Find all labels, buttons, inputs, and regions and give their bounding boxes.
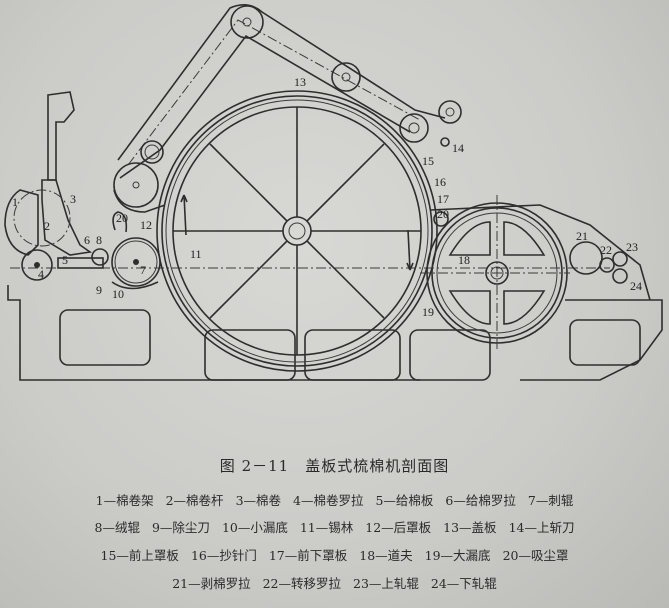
legend-item: 10—小漏底 [221, 520, 288, 535]
label-17: 17 [437, 192, 449, 206]
legend-item: 17—前下罩板 [268, 548, 348, 563]
label-22: 22 [600, 243, 612, 257]
machine-frame [7, 204, 663, 381]
label-5: 5 [62, 253, 68, 267]
label-21: 21 [576, 229, 588, 243]
legend-item: 6—给棉罗拉 [445, 493, 516, 508]
label-4: 4 [38, 267, 44, 281]
label-18: 18 [458, 253, 470, 267]
label-23: 23 [626, 240, 638, 254]
legend-item: 15—前上罩板 [100, 548, 179, 563]
legend-item: 2—棉卷杆 [165, 493, 224, 508]
legend-item: 5—给棉板 [375, 493, 434, 508]
legend-item: 21—剥棉罗拉 [172, 576, 251, 591]
legend-item: 4—棉卷罗拉 [293, 493, 364, 508]
legend-item: 11—锡林 [299, 520, 354, 535]
lap-stand [4, 91, 109, 281]
legend-row-2: 8—绒辊 9—除尘刀 10—小漏底 11—锡林 12—后罩板 13—盖板 14—上斩刀 [0, 517, 669, 536]
label-14: 14 [452, 141, 464, 155]
label-7: 7 [140, 263, 146, 277]
label-16: 16 [434, 175, 446, 189]
figure-caption: 图 2－11 盖板式梳棉机剖面图 [219, 457, 450, 475]
carding-machine-section-diagram: 1 2 3 4 5 6 8 7 9 10 20 11 12 13 14 15 1… [4, 4, 663, 381]
label-19: 19 [422, 305, 434, 319]
legend-item: 3—棉卷 [235, 493, 282, 508]
doffer [420, 195, 570, 350]
legend-item: 1—棉卷架 [95, 493, 154, 508]
label-8: 8 [96, 233, 102, 247]
delivery-rollers [569, 241, 628, 284]
legend-item: 13—盖板 [443, 520, 497, 535]
flats [113, 4, 462, 213]
part-labels: 1 2 3 4 5 6 8 7 9 10 20 11 12 13 14 15 1… [12, 75, 642, 319]
label-13: 13 [294, 75, 306, 89]
legend-item: 19—大漏底 [424, 548, 491, 563]
legend-item: 14—上斩刀 [508, 520, 575, 535]
label-1: 1 [12, 195, 18, 209]
label-2: 2 [44, 219, 50, 233]
legend-item: 9—除尘刀 [151, 520, 210, 535]
legend-item: 16—抄针门 [190, 548, 257, 563]
label-12: 12 [140, 218, 152, 232]
label-20: 20 [437, 207, 449, 221]
legend-item: 7—刺辊 [527, 493, 574, 508]
legend-item: 23—上轧辊 [353, 576, 419, 591]
label-11: 11 [190, 247, 202, 261]
label-20-left: 20 [116, 211, 128, 225]
legend-item: 22—转移罗拉 [262, 576, 341, 591]
legend-item: 12—后罩板 [365, 520, 432, 535]
legend-item: 20—吸尘罩 [502, 548, 569, 563]
label-15: 15 [422, 154, 434, 168]
legend-item: 18—道夫 [359, 548, 413, 563]
label-9: 9 [96, 283, 102, 297]
legend-row-1: 1—棉卷架 2—棉卷杆 3—棉卷 4—棉卷罗拉 5—给棉板 6—给棉罗拉 7—刺辊 [0, 490, 669, 509]
legend-item: 8—绒辊 [94, 520, 140, 535]
label-10: 10 [112, 287, 124, 301]
label-3: 3 [70, 192, 76, 206]
label-6: 6 [84, 233, 90, 247]
legend-row-3: 15—前上罩板 16—抄针门 17—前下罩板 18—道夫 19—大漏底 20—吸尘罩 [0, 545, 669, 564]
label-24: 24 [630, 279, 642, 293]
cylinder [156, 90, 438, 372]
legend-item: 24—下轧辊 [430, 576, 497, 591]
legend-row-4: 21—剥棉罗拉 22—转移罗拉 23—上轧辊 24—下轧辊 [0, 573, 669, 592]
